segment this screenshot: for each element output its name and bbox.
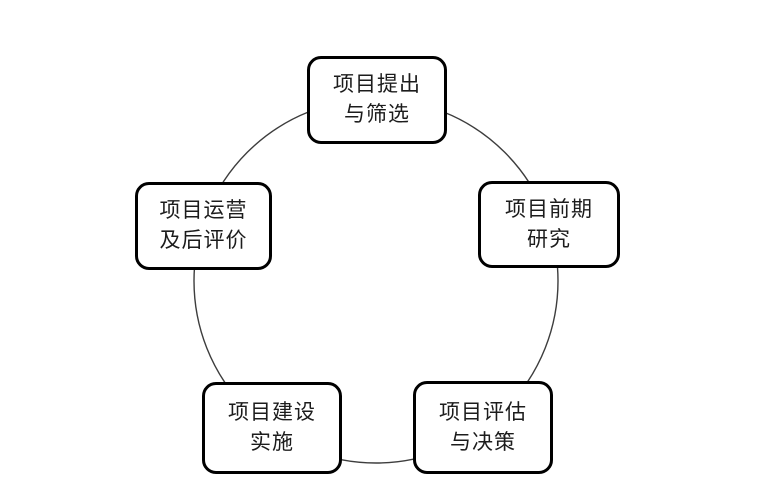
node-construction-implementation: 项目建设 实施 [202,382,342,474]
node-label-line2: 与决策 [450,430,516,454]
node-label-line1: 项目前期 [505,197,593,221]
node-label-line1: 项目建设 [228,401,316,424]
node-label-line1: 项目运营 [159,199,248,222]
node-label-line2: 研究 [527,227,571,251]
node-label-line2: 及后评价 [159,229,248,252]
node-label-line1: 项目评估 [439,400,527,424]
node-operation-post-evaluation: 项目运营 及后评价 [135,182,272,270]
node-label-line1: 项目提出 [333,73,421,96]
node-label-line2: 实施 [250,431,294,454]
node-label-line2: 与筛选 [344,103,410,126]
node-evaluation-decision: 项目评估 与决策 [413,381,553,474]
node-preliminary-research: 项目前期 研究 [478,181,620,268]
node-project-proposal-screening: 项目提出 与筛选 [307,56,447,144]
